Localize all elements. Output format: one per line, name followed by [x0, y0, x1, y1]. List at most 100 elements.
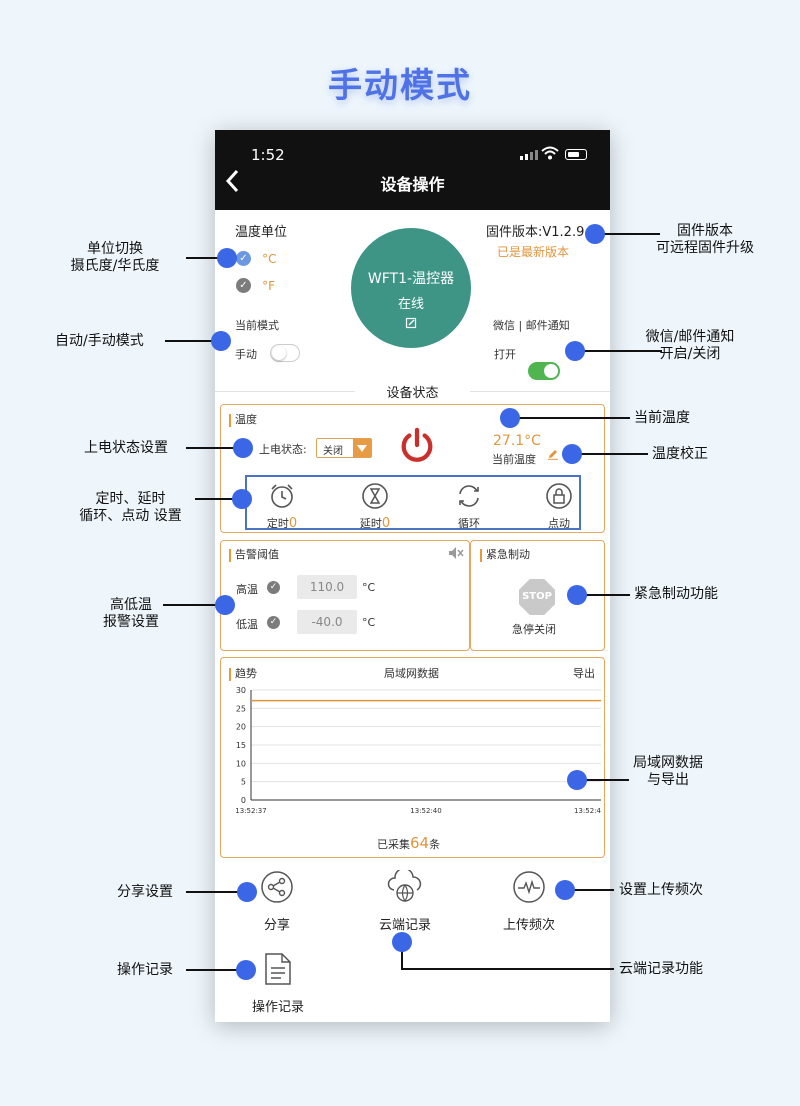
check-icon: ✓ [267, 616, 280, 629]
timer-mode-group: 定时0 延时0 循环 点动 [245, 475, 581, 531]
y-tick-label: 25 [236, 704, 246, 713]
callout-notify: 微信/邮件通知开启/关闭 [645, 329, 735, 362]
mode-delay[interactable]: 延时0 [345, 481, 405, 531]
check-icon: ✓ [236, 278, 251, 293]
power-button[interactable] [398, 427, 436, 465]
callout-dot [562, 444, 582, 464]
y-tick-label: 5 [241, 778, 246, 787]
check-icon: ✓ [236, 251, 251, 266]
signal-icon [520, 150, 538, 160]
callout-share: 分享设置 [117, 884, 173, 900]
callout-emergency: 紧急制动功能 [634, 586, 718, 602]
callout-dot [392, 932, 412, 952]
callout-current-temp: 当前温度 [634, 410, 690, 426]
low-temp-input[interactable]: -40.0 [297, 610, 357, 634]
high-temp-unit: °C [362, 581, 376, 594]
share-button[interactable]: 分享 [252, 870, 302, 933]
pencil-icon[interactable] [547, 448, 559, 460]
low-temp-unit: °C [362, 616, 376, 629]
battery-icon [565, 149, 587, 160]
status-bar: 1:52 设备操作 [215, 130, 610, 210]
callout-dot [567, 585, 587, 605]
hourglass-icon [362, 483, 388, 509]
callout-cloud: 云端记录功能 [619, 961, 703, 977]
wifi-icon [541, 146, 559, 160]
mode-timer[interactable]: 定时0 [252, 481, 312, 531]
lock-icon [546, 483, 572, 509]
share-icon [261, 871, 293, 903]
phone-screen: 1:52 设备操作 温度单位 ✓ °C ✓ °F 固件版本:V1.2.9 已是最… [215, 130, 610, 1022]
cloud-record-button[interactable]: 云端记录 [365, 867, 445, 933]
callout-dot [211, 331, 231, 351]
callout-power-on: 上电状态设置 [84, 440, 168, 456]
firmware-version: 固件版本:V1.2.9 [486, 225, 585, 240]
callout-dot [567, 770, 587, 790]
notify-toggle[interactable] [528, 362, 560, 380]
cycle-icon [459, 485, 479, 507]
edit-icon[interactable] [405, 317, 417, 329]
callout-timer-modes: 定时、延时循环、点动 设置 [79, 491, 182, 524]
callout-firmware: 固件版本可远程固件升级 [656, 223, 754, 256]
callout-op-log: 操作记录 [117, 962, 173, 978]
callout-upload-freq: 设置上传频次 [619, 882, 703, 898]
share-label: 分享 [263, 918, 290, 933]
chevron-down-icon [353, 439, 371, 457]
callout-calibration: 温度校正 [652, 446, 708, 462]
callout-dot [500, 408, 520, 428]
check-icon: ✓ [267, 581, 280, 594]
device-badge[interactable]: WFT1-温控器 在线 [351, 228, 471, 348]
callout-dot [236, 960, 256, 980]
power-on-value: 关闭 [323, 446, 343, 457]
high-temp-input[interactable]: 110.0 [297, 575, 357, 599]
page-title: 手动模式 [328, 66, 472, 106]
callout-dot [237, 882, 257, 902]
pulse-icon [513, 871, 545, 903]
x-tick-label: 13:52:4 [574, 807, 602, 815]
upload-frequency-button[interactable]: 上传频次 [497, 870, 561, 933]
mode-value: 手动 [235, 348, 257, 361]
callout-dot [565, 341, 585, 361]
mode-label: 当前模式 [235, 319, 279, 332]
mode-label: 定时 [266, 517, 289, 530]
section-status: 设备状态 [355, 382, 470, 401]
mode-count: 0 [288, 516, 298, 531]
emergency-panel-title: 紧急制动 [480, 546, 530, 562]
mode-toggle[interactable] [270, 344, 300, 362]
firmware-status: 已是最新版本 [497, 245, 570, 259]
device-status: 在线 [397, 297, 424, 312]
export-button[interactable]: 导出 [573, 667, 595, 680]
y-tick-label: 0 [241, 796, 246, 805]
cloud-record-label: 云端记录 [378, 918, 431, 933]
power-on-select[interactable]: 关闭 [316, 438, 372, 458]
operation-log-button[interactable]: 操作记录 [243, 952, 313, 1015]
trend-panel-title: 趋势 [229, 665, 257, 681]
alarm-clock-icon [271, 484, 293, 508]
emergency-label: 急停关闭 [512, 623, 556, 636]
callout-alarm: 高低温报警设置 [103, 597, 159, 630]
mode-label: 循环 [458, 517, 480, 530]
callout-dot [232, 489, 252, 509]
mute-icon[interactable] [448, 546, 464, 560]
trend-center-label: 局域网数据 [384, 667, 439, 680]
current-temp-label: 当前温度 [492, 453, 536, 466]
chevron-left-icon[interactable] [223, 168, 243, 194]
x-tick-label: 13:52:37 [235, 807, 266, 815]
mode-count: 0 [381, 516, 391, 531]
mode-label: 点动 [548, 517, 570, 530]
notify-label: 微信 | 邮件通知 [493, 319, 570, 332]
mode-cycle[interactable]: 循环 [439, 481, 499, 531]
notify-value: 打开 [494, 348, 516, 361]
collected-count: 已采集64条 [377, 834, 441, 852]
temperature-panel [220, 404, 605, 533]
device-name: WFT1-温控器 [367, 271, 455, 287]
low-temp-label: 低温 [236, 618, 258, 631]
stop-button[interactable]: STOP [519, 579, 555, 615]
celsius-option[interactable]: ✓ °C [236, 248, 276, 267]
callout-lan-data: 局域网数据与导出 [633, 755, 703, 788]
fahrenheit-option[interactable]: ✓ °F [236, 275, 275, 294]
callout-dot [215, 595, 235, 615]
callout-unit-switch: 单位切换摄氏度/华氏度 [70, 241, 160, 274]
mode-jog[interactable]: 点动 [529, 481, 589, 531]
